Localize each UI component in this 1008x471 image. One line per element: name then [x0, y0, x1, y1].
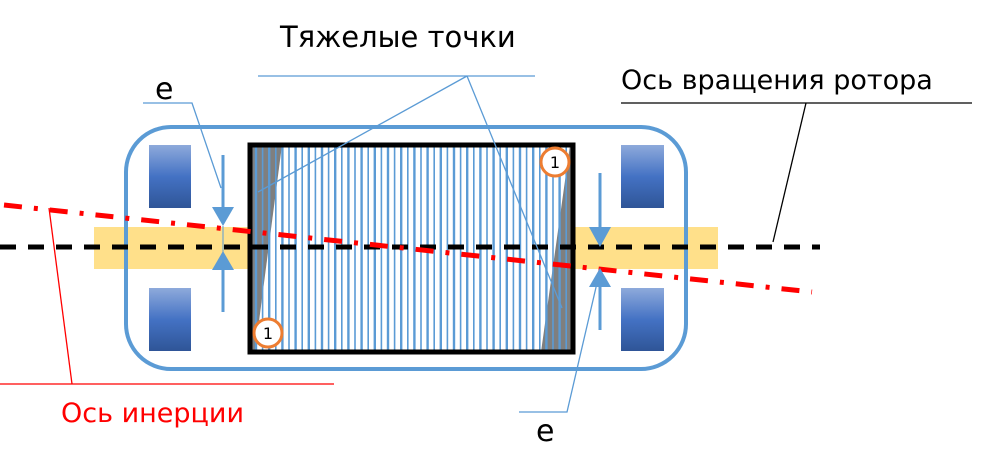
bearing-bottom-right	[621, 288, 664, 351]
bearing-top-right	[621, 145, 664, 208]
heavy-points-label: Тяжелые точки	[279, 20, 516, 54]
bearing-bottom-left	[149, 288, 191, 351]
eccentricity-arrows-left	[212, 155, 234, 312]
heavy-point-marker-top-right: 1	[539, 146, 571, 178]
heavy-point-marker-label: 1	[263, 324, 273, 343]
eccentricity-leaders	[143, 102, 598, 413]
heavy-region-right	[541, 145, 573, 352]
heavy-point-marker-bottom-left: 1	[252, 317, 284, 349]
rotor-background	[250, 145, 573, 352]
inertia-axis-label: Ось инерции	[61, 398, 244, 429]
eccentricity-arrows-right	[589, 173, 611, 330]
rotation-axis-label: Ось вращения ротора	[621, 65, 933, 96]
eccentricity-label-left: e	[155, 72, 173, 107]
bearing-top-left	[149, 145, 191, 208]
inertia-axis-leader	[0, 207, 334, 385]
eccentricity-label-right: e	[536, 414, 554, 449]
heavy-point-marker-label: 1	[550, 153, 560, 172]
heavy-points-leaders	[257, 75, 563, 309]
rotor	[247, 142, 576, 355]
inertia-axis-line	[3, 202, 813, 295]
rotation-axis-leader	[621, 102, 972, 243]
